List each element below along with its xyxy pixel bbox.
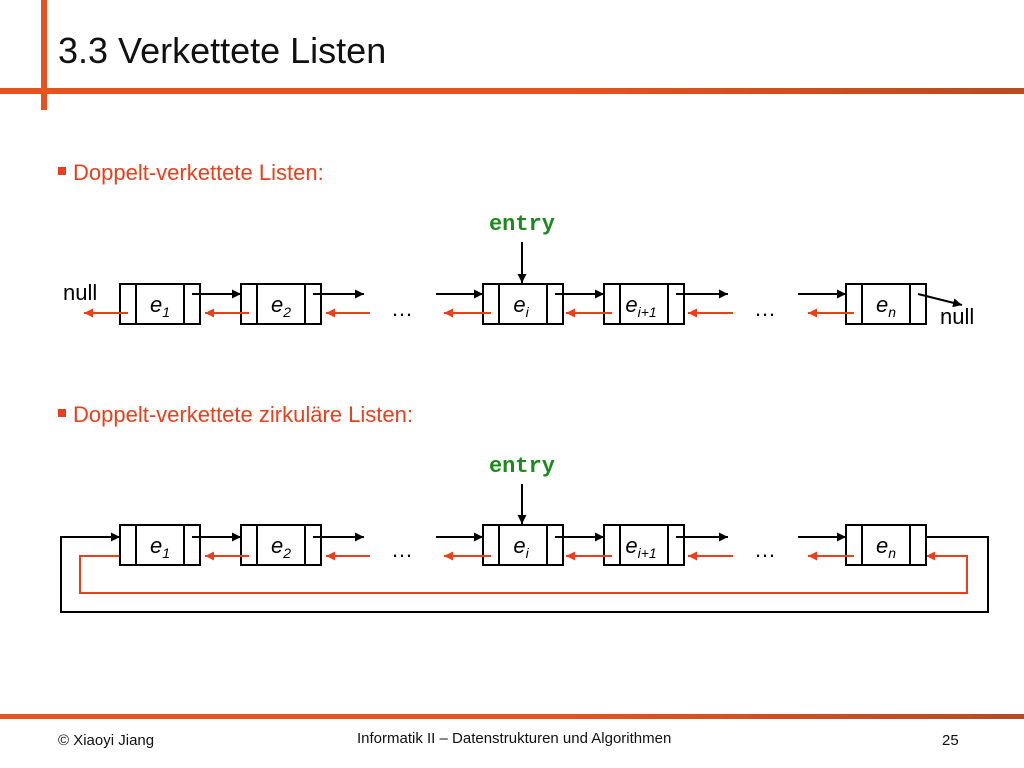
footer-page-number: 25: [942, 732, 959, 749]
bullet-square-icon: [58, 167, 66, 176]
node-ei: ei: [482, 524, 564, 566]
node-en: en: [845, 283, 927, 325]
ellipsis: …: [391, 296, 413, 321]
node-e2: e2: [240, 283, 322, 325]
null-right-label: null: [940, 304, 974, 329]
footer-accent: [0, 714, 1024, 719]
svg-text:en: en: [876, 533, 896, 561]
node-e1: e1: [119, 283, 201, 325]
list-doubly-linked: entry null null e1 e2 ei ei+1: [63, 212, 974, 329]
node-en: en: [845, 524, 927, 566]
wrap-forward-pointer: [60, 532, 989, 613]
forward-pointers: [192, 289, 963, 308]
footer-course: Informatik II – Datenstrukturen und Algo…: [357, 730, 672, 747]
node-e1: e1: [119, 524, 201, 566]
title-accent-vertical: [41, 0, 47, 110]
svg-text:e1: e1: [150, 533, 170, 561]
svg-text:en: en: [876, 292, 896, 320]
ellipsis: …: [754, 296, 776, 321]
svg-text:e2: e2: [271, 533, 291, 561]
svg-text:e2: e2: [271, 292, 291, 320]
entry-label: entry: [489, 212, 555, 237]
footer-author: © Xiaoyi Jiang: [58, 732, 155, 749]
svg-text:ei: ei: [513, 292, 529, 320]
ellipsis: …: [754, 537, 776, 562]
entry-label: entry: [489, 454, 555, 479]
bullet-circular-doubly-linked: Doppelt-verkettete zirkuläre Listen:: [58, 402, 413, 428]
slide-title: 3.3 Verkettete Listen: [58, 30, 387, 71]
node-ei1: ei+1: [603, 283, 685, 325]
bullet-doubly-linked: Doppelt-verkettete Listen:: [58, 160, 324, 186]
null-left-label: null: [63, 280, 97, 305]
bullet-square-icon: [58, 409, 66, 418]
ellipsis: …: [391, 537, 413, 562]
bullet-text: Doppelt-verkettete Listen:: [73, 160, 324, 185]
node-e2: e2: [240, 524, 322, 566]
wrap-backward-pointer: [79, 551, 968, 594]
svg-text:ei+1: ei+1: [625, 533, 656, 561]
node-ei1: ei+1: [603, 524, 685, 566]
node-ei: ei: [482, 283, 564, 325]
list-circular-doubly-linked: entry e1 e2 ei ei+1: [60, 454, 989, 613]
svg-text:e1: e1: [150, 292, 170, 320]
title-accent-horizontal: [0, 88, 1024, 94]
bullet-text: Doppelt-verkettete zirkuläre Listen:: [73, 402, 413, 427]
svg-text:ei+1: ei+1: [625, 292, 656, 320]
svg-text:ei: ei: [513, 533, 529, 561]
